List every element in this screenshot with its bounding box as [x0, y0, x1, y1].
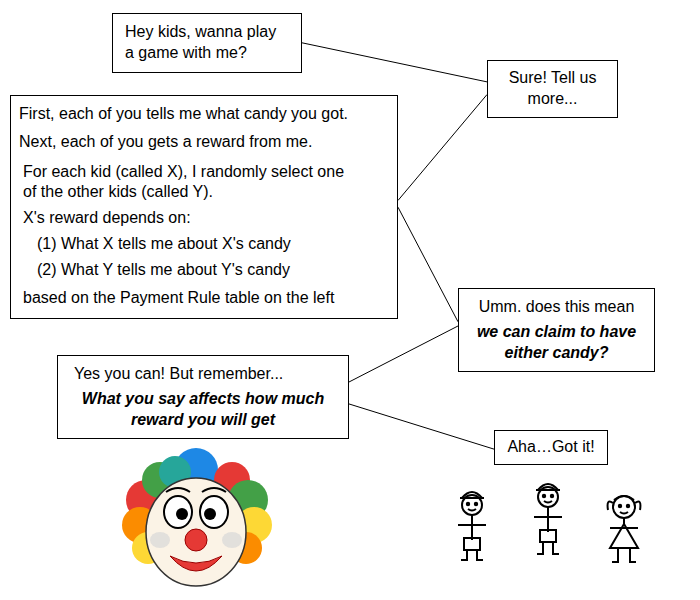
speech-box: Aha…Got it!	[494, 430, 608, 465]
speech-text: Sure! Tell us more...	[498, 68, 607, 110]
emphasis-text: What you say affects how much reward you…	[72, 389, 334, 431]
rules-box: First, each of you tells me what candy y…	[10, 95, 398, 319]
speech-connector	[349, 404, 494, 449]
speech-box: Hey kids, wanna play a game with me?	[112, 13, 302, 73]
speech-text: (2) What Y tells me about Y's candy	[37, 260, 389, 281]
speech-text: (1) What X tells me about X's candy	[37, 234, 389, 255]
speech-text: Next, each of you gets a reward from me.	[19, 132, 389, 153]
speech-connector	[398, 207, 458, 322]
speech-text: X's reward depends on:	[23, 208, 389, 229]
speech-text: based on the Payment Rule table on the l…	[23, 288, 389, 309]
speech-text: Hey kids, wanna play a game with me?	[125, 22, 285, 64]
emphasis-text: we can claim to have either candy?	[477, 322, 637, 364]
speech-text: Aha…Got it!	[503, 437, 599, 458]
speech-box: Sure! Tell us more...	[487, 60, 618, 118]
speech-text: For each kid (called X), I randomly sele…	[23, 162, 353, 204]
speech-connector	[349, 326, 458, 382]
speech-box: Umm. does this mean we can claim to have …	[458, 288, 655, 372]
speech-text: Umm. does this mean	[469, 297, 644, 318]
clown-face	[122, 448, 272, 586]
speech-connector	[302, 43, 487, 82]
stick-kids	[458, 484, 640, 562]
speech-text: First, each of you tells me what candy y…	[19, 104, 389, 125]
speech-connector	[398, 95, 487, 201]
speech-box: Yes you can! But remember... What you say…	[57, 355, 349, 439]
speech-text: Yes you can! But remember...	[74, 364, 336, 385]
